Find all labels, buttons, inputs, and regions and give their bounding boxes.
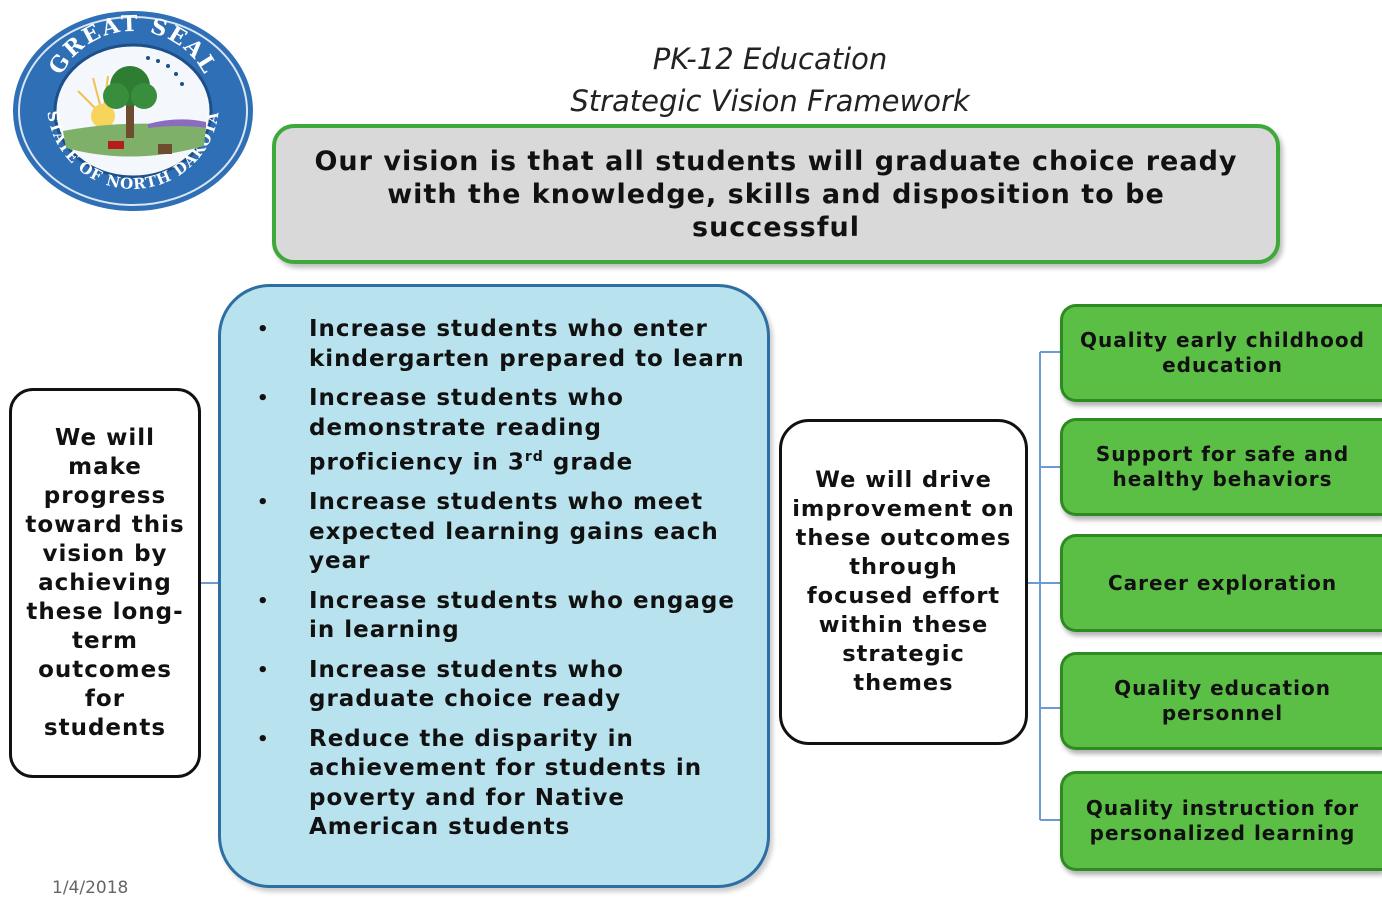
outcome-item: • Reduce the disparity in achievement fo…	[257, 725, 757, 843]
slide-date: 1/4/2018	[52, 878, 129, 898]
long-term-outcomes-box: • Increase students who enter kindergart…	[218, 284, 770, 888]
outcome-item: • Increase students who engage in learni…	[257, 587, 757, 646]
bullet-icon: •	[257, 492, 270, 514]
outcome-superscript: rd	[524, 449, 544, 465]
outcome-text: Increase students who demonstrate readin…	[309, 385, 624, 476]
theme-label: Quality early childhood education	[1080, 328, 1365, 377]
theme-label: Quality instruction for personalized lea…	[1085, 796, 1360, 845]
north-dakota-seal: GREAT SEAL STATE OF NORTH DAKOTA	[13, 11, 253, 211]
theme-personalized-learning: Quality instruction for personalized lea…	[1060, 771, 1382, 871]
bullet-icon: •	[257, 590, 270, 612]
theme-label: Support for safe and healthy behaviors	[1095, 442, 1350, 491]
outcome-text: Increase students who enter kindergarten…	[309, 316, 745, 372]
outcome-text: Reduce the disparity in achievement for …	[309, 725, 703, 841]
theme-label: Quality education personnel	[1114, 676, 1331, 725]
outcome-text: Increase students who engage in learning	[309, 587, 735, 644]
progress-statement-text: We will make progress toward this vision…	[25, 424, 185, 741]
outcomes-list: • Increase students who enter kindergart…	[257, 315, 757, 853]
theme-label: Career exploration	[1107, 570, 1338, 595]
outcome-text: Increase students who meet expected lear…	[309, 489, 719, 575]
outcome-text-end: grade	[543, 449, 634, 476]
theme-education-personnel: Quality education personnel	[1060, 652, 1382, 750]
title-line-2: Strategic Vision Framework	[570, 84, 970, 118]
bullet-icon: •	[257, 388, 270, 409]
progress-statement-box: We will make progress toward this vision…	[9, 388, 201, 778]
bullet-icon: •	[257, 659, 270, 681]
drive-improvement-box: We will drive improvement on these outco…	[779, 419, 1028, 745]
tree-icon	[103, 66, 157, 138]
bullet-icon: •	[257, 728, 270, 750]
outcome-item: • Increase students who meet expected le…	[257, 488, 757, 577]
theme-safe-healthy: Support for safe and healthy behaviors	[1060, 418, 1382, 516]
vision-statement: Our vision is that all students will gra…	[272, 124, 1280, 264]
outcome-item: • Increase students who enter kindergart…	[257, 315, 757, 374]
framework-title: PK-12 Education Strategic Vision Framewo…	[470, 38, 1070, 122]
bullet-icon: •	[257, 319, 270, 340]
title-line-1: PK-12 Education	[652, 42, 888, 76]
drive-improvement-text: We will drive improvement on these outco…	[792, 467, 1015, 696]
outcome-item: • Increase students who demonstrate read…	[257, 384, 757, 478]
theme-early-childhood: Quality early childhood education	[1060, 304, 1382, 402]
theme-career-exploration: Career exploration	[1060, 534, 1382, 632]
outcome-item: • Increase students who graduate choice …	[257, 656, 757, 715]
sun-icon	[77, 75, 124, 128]
outcome-text: Increase students who graduate choice re…	[309, 656, 624, 713]
